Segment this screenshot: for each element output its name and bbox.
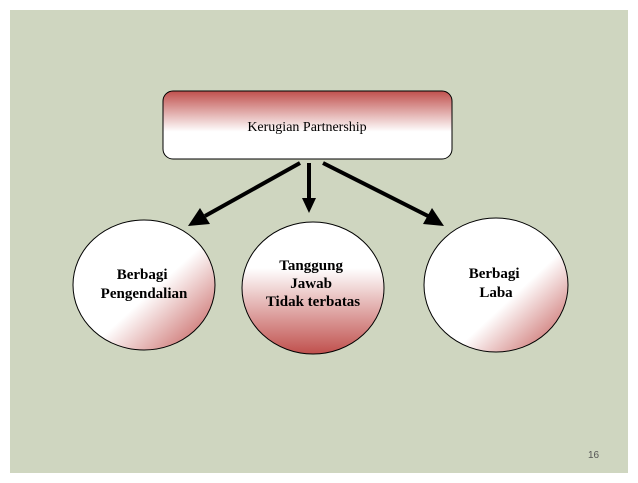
node-center-line-3: Tidak terbatas (266, 294, 360, 310)
node-berbagi-laba (423, 217, 569, 353)
arrow-left (204, 161, 301, 218)
arrow-right (322, 161, 429, 218)
node-right-line-2: Laba (479, 285, 513, 301)
node-center-line-2: Jawab (290, 276, 332, 292)
node-right-line-1: Berbagi (469, 266, 520, 282)
node-tanggung-jawab (241, 221, 385, 355)
arrow-right-head (423, 208, 444, 226)
node-right-label: Berbagi Laba (469, 266, 524, 301)
node-left-line-2: Pengendalian (101, 286, 188, 302)
arrow-left-head (188, 208, 210, 226)
root-box (162, 90, 453, 160)
page-number: 16 (588, 450, 600, 461)
node-left-label: Berbagi Pengendalian (101, 267, 188, 302)
node-center-label: Tanggung Jawab Tidak terbatas (266, 258, 360, 310)
arrow-center-head (302, 198, 316, 213)
node-center-line-1: Tanggung (279, 258, 343, 274)
node-left-line-1: Berbagi (117, 267, 168, 283)
node-berbagi-pengendalian (72, 219, 216, 351)
root-label: Kerugian Partnership (247, 120, 366, 135)
